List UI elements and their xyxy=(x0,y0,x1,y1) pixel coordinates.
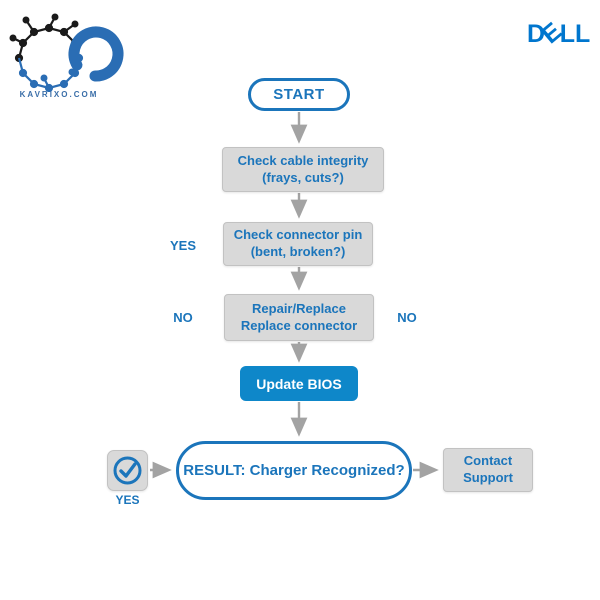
check-cable-line1: Check cable integrity xyxy=(237,152,369,168)
dell-logo: D E L L xyxy=(527,17,591,49)
repair-replace-line1: Repair/Replace xyxy=(252,300,346,316)
update-bios-label: Update BIOS xyxy=(256,375,342,392)
branch-label-yes-bottom: YES xyxy=(115,493,140,507)
branch-label-no-right: NO xyxy=(397,310,417,325)
check-connector-node: Check connector pin (bent, broken?) xyxy=(223,222,373,266)
dell-letter-l2: L xyxy=(575,20,591,48)
contact-support-line2: Support xyxy=(463,470,513,485)
check-connector-line1: Check connector pin xyxy=(233,227,363,243)
check-circle-icon xyxy=(113,456,142,485)
start-node: START xyxy=(248,78,350,111)
branch-label-yes-left: YES xyxy=(169,238,196,253)
start-label: START xyxy=(273,86,325,103)
kavrixo-logo-icon xyxy=(9,13,124,92)
kavrixo-site-label: KAVRIXO.COM xyxy=(19,90,99,99)
update-bios-node: Update BIOS xyxy=(240,366,358,401)
dell-letter-l1: L xyxy=(559,20,576,48)
result-label: RESULT: Charger Recognized? xyxy=(183,462,405,479)
check-cable-node: Check cable integrity (frays, cuts?) xyxy=(222,147,384,192)
contact-support-line1: Contact xyxy=(463,453,513,469)
success-check-node xyxy=(107,450,148,491)
repair-replace-node: Repair/Replace Replace connector xyxy=(224,294,374,341)
result-node: RESULT: Charger Recognized? xyxy=(176,441,412,500)
check-connector-line2: (bent, broken?) xyxy=(250,244,346,259)
repair-replace-line2: Replace connector xyxy=(240,317,358,333)
check-cable-line2: (frays, cuts?) xyxy=(262,169,344,185)
contact-support-node: Contact Support xyxy=(443,448,533,492)
dell-letter-d: D xyxy=(527,20,546,48)
branch-label-no-left: NO xyxy=(173,310,193,325)
